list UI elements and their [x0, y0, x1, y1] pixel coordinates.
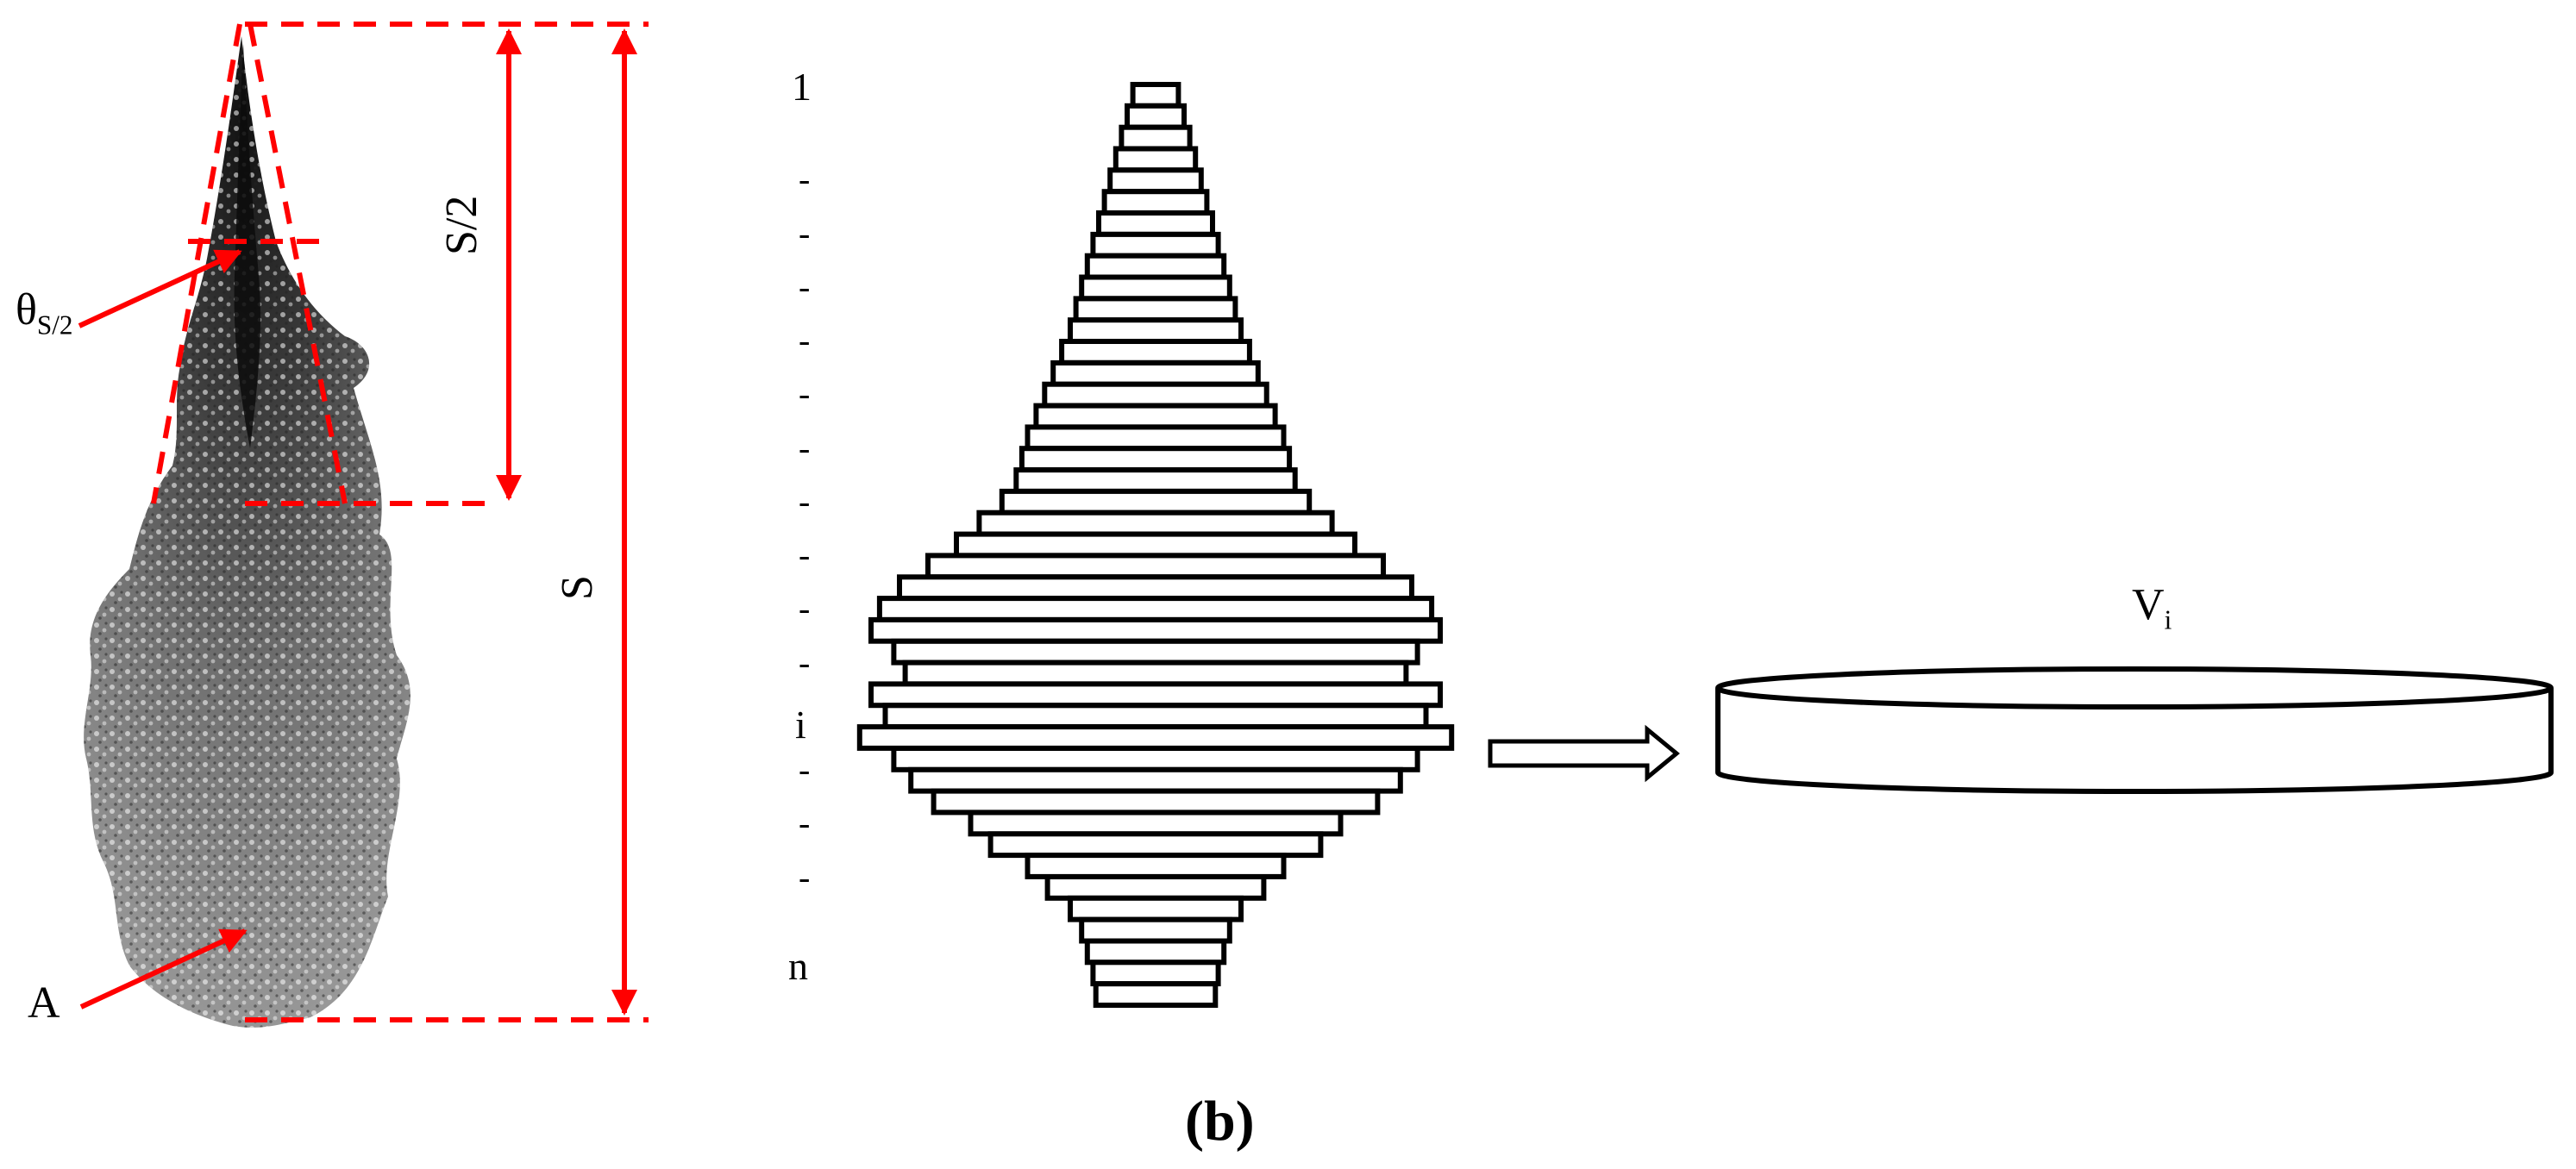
- slice-rect: [1059, 339, 1252, 366]
- index-top-label: 1: [792, 65, 812, 109]
- slice-rect: [1068, 317, 1244, 345]
- slice-rect: [1013, 467, 1298, 494]
- slice-rect: [968, 810, 1344, 837]
- slice-rect: [882, 703, 1429, 730]
- slice-rect: [1119, 124, 1193, 152]
- panel-caption: (b): [1185, 1090, 1255, 1153]
- index-dot: -: [799, 858, 811, 897]
- cone-right-edge: [248, 23, 348, 504]
- volume-disc: [1715, 666, 2554, 794]
- index-dot: -: [799, 159, 811, 198]
- slice-rect: [1025, 424, 1287, 452]
- slice-rect: [902, 660, 1409, 687]
- slice-rect: [1090, 231, 1221, 259]
- slice-rect: [1084, 938, 1227, 966]
- theta-pointer-arrow: [78, 249, 242, 328]
- slice-rect: [931, 788, 1381, 816]
- slice-rect: [1042, 381, 1269, 409]
- slice-rect: [1130, 82, 1181, 109]
- slice-rect: [1073, 296, 1238, 323]
- slice-rect: [1113, 146, 1199, 173]
- index-dot: -: [799, 750, 811, 789]
- slice-rect: [891, 638, 1420, 666]
- slice-stack: [856, 82, 1455, 1008]
- index-dot: -: [799, 267, 811, 306]
- slice-rect: [1093, 981, 1219, 1008]
- index-dot: -: [799, 535, 811, 574]
- index-dot: -: [799, 589, 811, 628]
- slice-rect: [891, 746, 1420, 772]
- slice-rect: [1033, 403, 1278, 430]
- slice-rect: [1044, 874, 1267, 901]
- slice-rect: [1079, 916, 1232, 944]
- index-dot: -: [799, 643, 811, 682]
- slice-rect: [987, 831, 1324, 859]
- theta-subscript: S/2: [36, 309, 73, 341]
- slice-rect: [1079, 274, 1232, 302]
- slice-rect: [1125, 103, 1187, 130]
- slice-rect: [1018, 446, 1293, 473]
- slice-rect: [976, 509, 1335, 537]
- slice-rect: [925, 553, 1386, 580]
- slice-rect: [1101, 189, 1210, 216]
- slice-rect: [897, 574, 1414, 602]
- index-dot: -: [799, 321, 811, 359]
- index-dot: -: [799, 214, 811, 253]
- index-bottom-label: n: [788, 944, 808, 988]
- transfer-arrow: [1488, 724, 1680, 783]
- index-dot: -: [799, 374, 811, 413]
- slice-rect: [1050, 359, 1261, 387]
- slice-rect: [1090, 960, 1221, 987]
- slice-rect: [1107, 167, 1204, 195]
- full-length-label: S: [553, 575, 602, 600]
- slice-rect: [1096, 210, 1215, 237]
- slice-rect: [856, 724, 1455, 751]
- slice-rect: [1025, 853, 1287, 879]
- volume-label: Vi: [2132, 583, 2172, 634]
- spray-plume: [84, 36, 411, 1028]
- slice-rect: [868, 681, 1443, 709]
- index-mid-label: i: [795, 703, 806, 747]
- dimension-arrows: [78, 28, 637, 1016]
- volume-subscript: i: [2164, 604, 2172, 635]
- volume-disc-top: [1715, 666, 2554, 710]
- cone-left-edge: [151, 23, 242, 504]
- theta-symbol: θ: [16, 285, 37, 334]
- index-dot: -: [799, 482, 811, 521]
- point-a-label: A: [28, 978, 60, 1028]
- slice-rect: [1084, 253, 1227, 280]
- slice-rect: [954, 531, 1357, 559]
- slice-rect: [1068, 895, 1244, 922]
- index-dot: -: [799, 428, 811, 467]
- slice-rect: [999, 488, 1313, 516]
- theta-label: θS/2: [16, 288, 73, 339]
- index-dot: -: [799, 803, 811, 842]
- dashed-guides: [151, 22, 649, 1022]
- slice-rect: [908, 766, 1403, 794]
- point-a-pointer-arrow: [79, 928, 248, 1010]
- half-length-label: S/2: [437, 195, 486, 255]
- volume-symbol: V: [2132, 580, 2165, 629]
- slice-rect: [876, 596, 1435, 622]
- slice-rect: [868, 616, 1443, 644]
- volume-disc-side: [1715, 688, 2554, 794]
